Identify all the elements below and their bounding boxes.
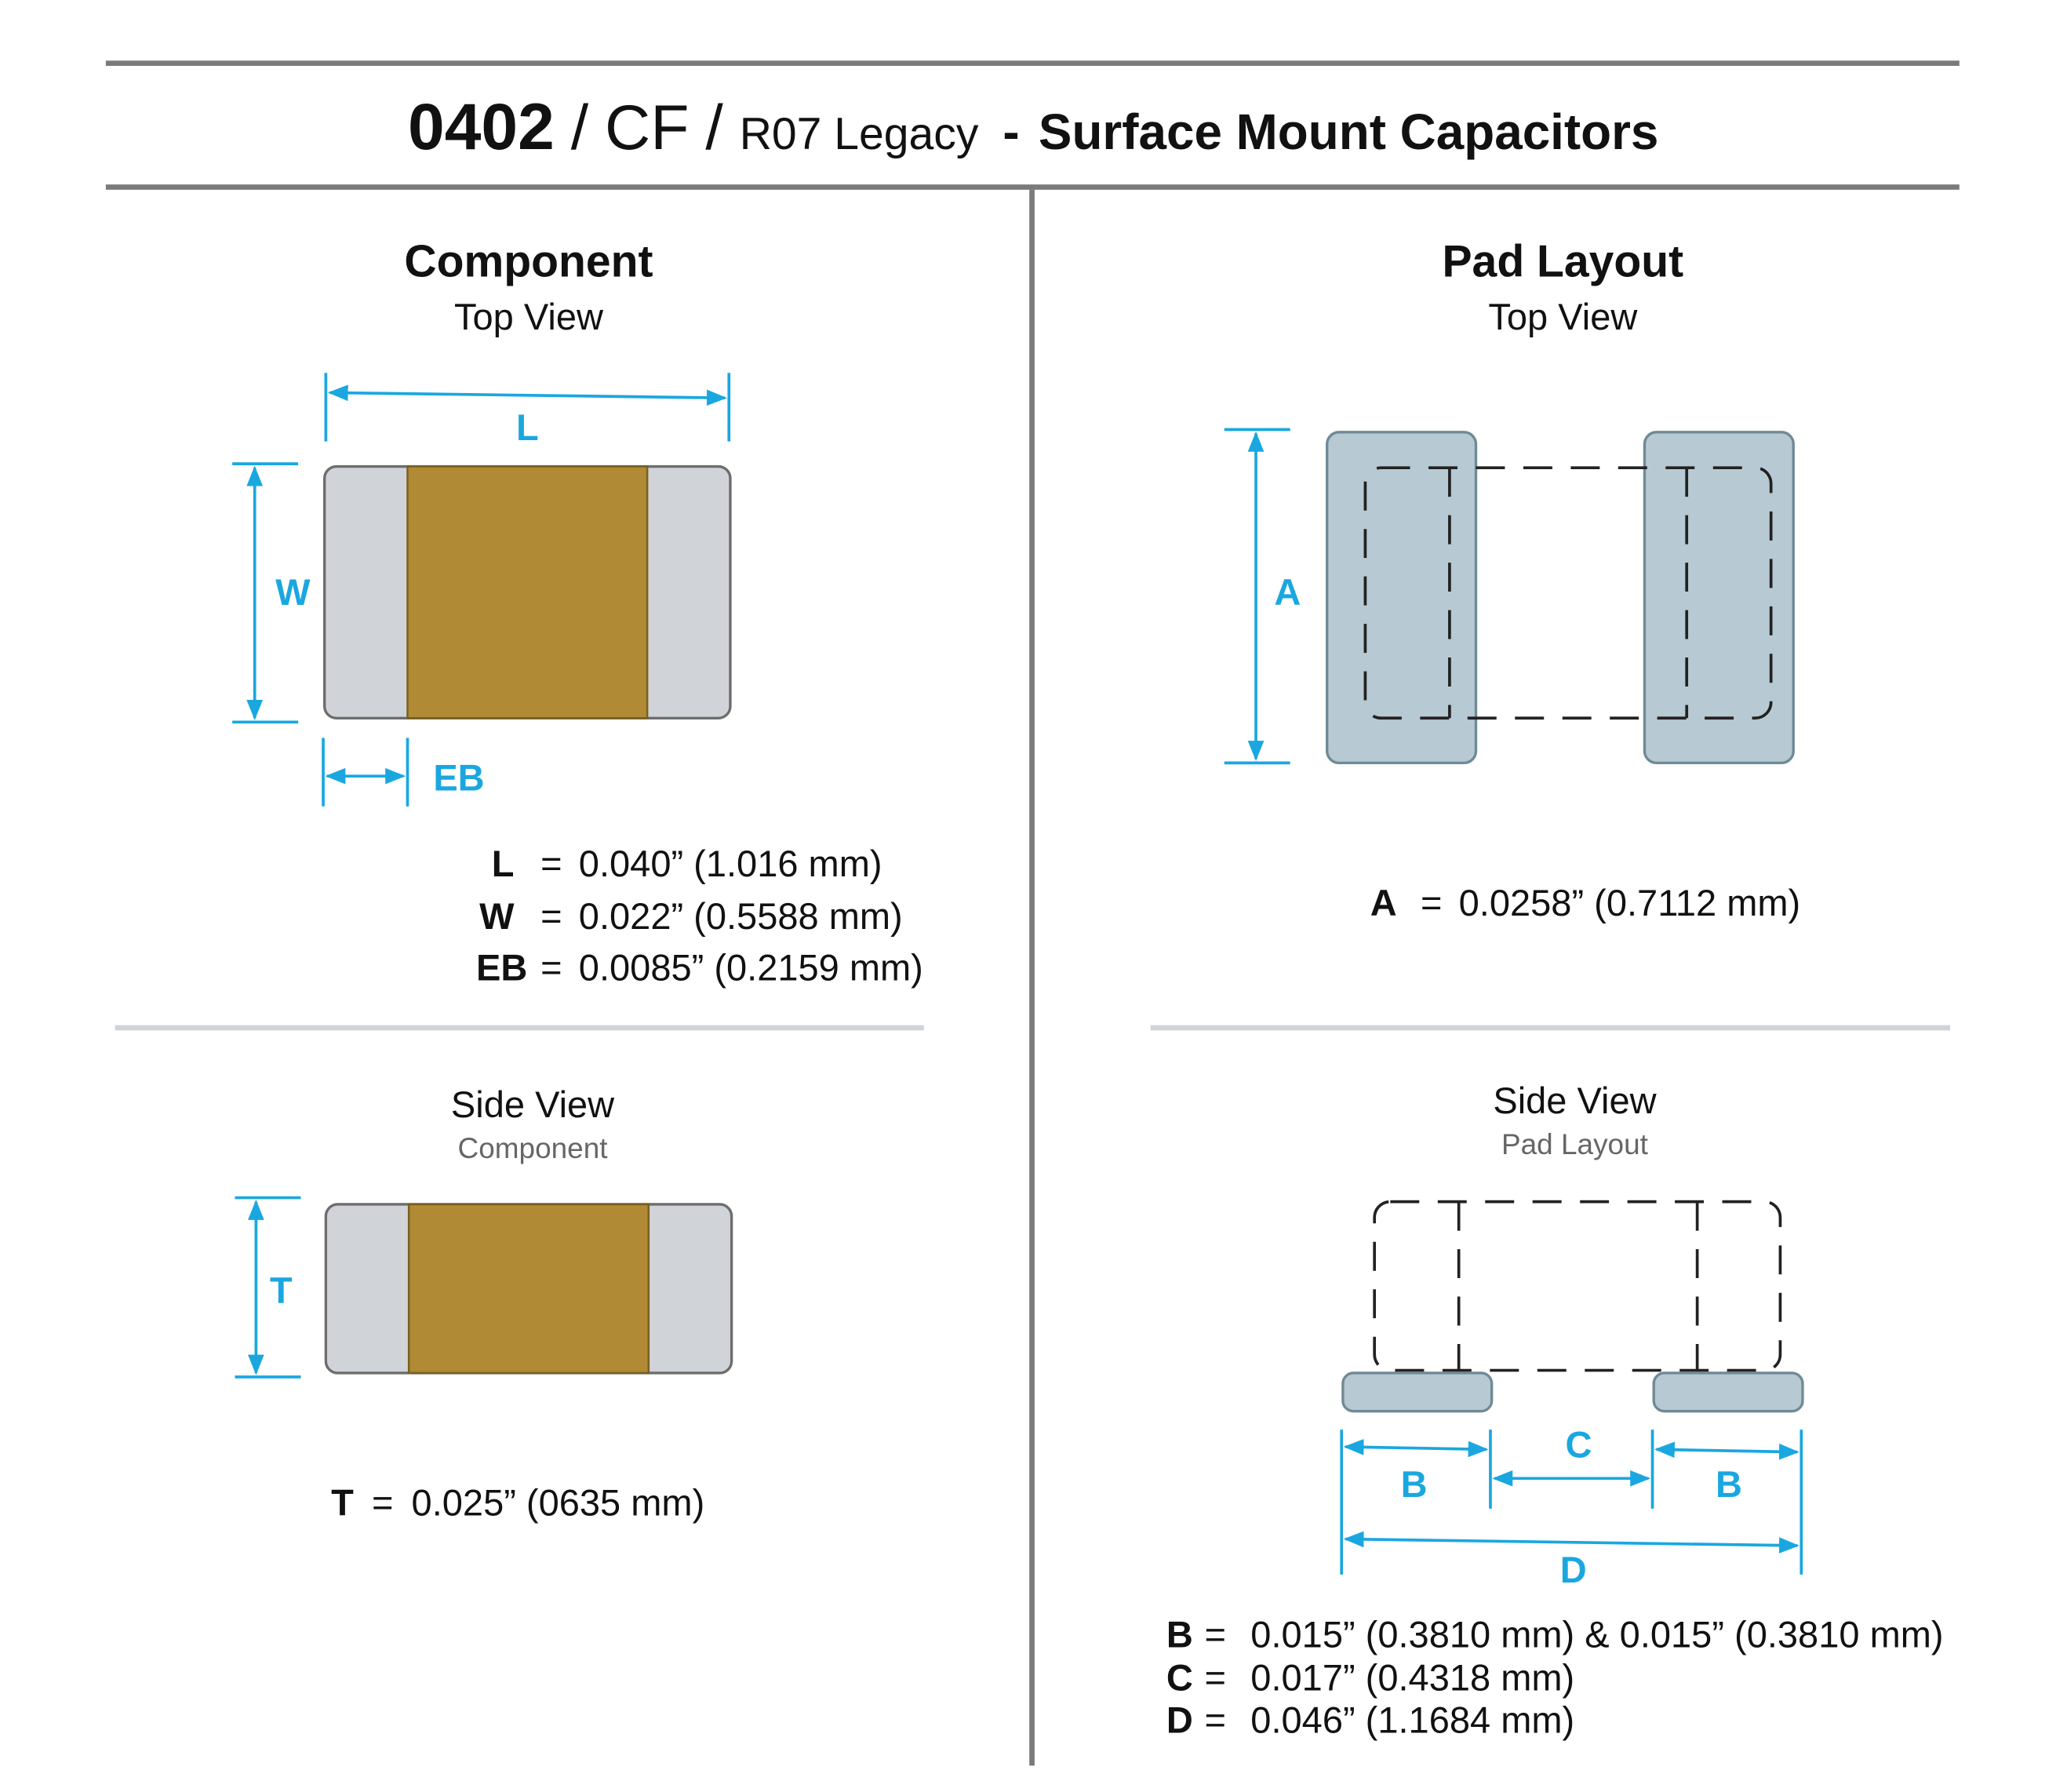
spec-value: 0.017” (0.4318 mm) [1250,1657,1574,1699]
pad-right [1652,1371,1804,1413]
section-heading: Pad Layout [1442,237,1683,287]
dim-label-a: A [1274,571,1301,613]
dim-label-b: B [1716,1463,1742,1505]
right-section-divider [1150,1025,1951,1031]
dim-label-l: L [516,406,539,448]
spec-value: 0.025” (0635 mm) [412,1481,705,1523]
component-outline [1373,1200,1782,1372]
section-subheading: Top View [1488,296,1638,337]
section-heading: Component [404,237,653,287]
thickness-spec: T = 0.025” (0635 mm) [331,1481,704,1523]
dim-label-c: C [1566,1423,1592,1465]
left-section-divider [115,1025,924,1031]
component-outline [1363,466,1773,720]
spec-eq: = [1205,1699,1226,1740]
component-specs: L = 0.040” (1.016 mm) W = 0.022” (0.5588… [476,843,923,989]
center-divider [1029,189,1035,1766]
section-heading: Side View [1493,1080,1657,1121]
spec-value: 0.0258” (0.7112 mm) [1459,882,1801,923]
spec-eq: = [372,1481,393,1523]
dim-label-b: B [1401,1463,1428,1505]
spec-value: 0.0085” (0.2159 mm) [579,946,923,988]
pad-left [1326,431,1478,765]
section-subheading: Pad Layout [1501,1128,1648,1160]
spec-eq: = [1205,1657,1226,1699]
spec-value: 0.015” (0.3810 mm) & 0.015” (0.3810 mm) [1250,1613,1943,1655]
spec-eq: = [540,946,562,988]
pad-layout-top-view: Pad Layout Top View A A = 0.0258” (0.711… [1224,237,1801,923]
component-side-view: Side View Component T T = 0.025” (0635 m… [235,1084,733,1523]
component-top-view: Component Top View L W EB L = 0.040” (1.… [232,237,923,989]
spec-key: L [492,843,515,884]
spec-key: T [331,1481,354,1523]
spec-key: EB [476,946,527,988]
length-dimension [327,384,727,406]
title-dash: - [1003,104,1019,160]
spec-key: D [1166,1699,1193,1740]
spec-key: B [1166,1613,1193,1655]
overall-dimension [1343,1531,1799,1553]
spec-eq: = [540,843,562,884]
spec-value: 0.022” (0.5588 mm) [579,895,903,937]
pad-width-dimension-right [1654,1441,1799,1460]
title-description: Surface Mount Capacitors [1039,104,1659,160]
spec-value: 0.040” (1.016 mm) [579,843,882,884]
dim-label-w: W [275,571,311,613]
top-rule [105,60,1960,66]
title-legacy: R07 Legacy [740,109,979,159]
pad-left [1341,1371,1494,1413]
dim-label-t: T [270,1269,293,1311]
title-code: CF [605,93,689,163]
pad-width-dimension-left [1343,1439,1489,1458]
title-separator: / [571,93,589,163]
title-size: 0402 [408,89,555,163]
pad-side-specs: B = 0.015” (0.3810 mm) & 0.015” (0.3810 … [1166,1613,1944,1740]
section-subheading: Top View [454,296,604,337]
section-subheading: Component [458,1132,608,1164]
pad-layout-side-view: Side View Pad Layout B C B D B = 0.015” … [1166,1080,1944,1740]
header-rule [105,184,1960,190]
pad-right [1643,431,1795,765]
title-separator: / [705,93,723,163]
capacitor-body [406,465,649,719]
dim-label-d: D [1560,1549,1587,1590]
spec-eq: = [1205,1613,1226,1655]
section-heading: Side View [451,1084,615,1125]
spec-eq: = [1421,882,1442,923]
spec-eq: = [540,895,562,937]
spec-key: A [1370,882,1397,923]
spec-key: W [479,895,515,937]
capacitor-body [407,1203,650,1375]
page-title: 0402 / CF / R07 Legacy - Surface Mount C… [408,89,1658,163]
spec-key: C [1166,1657,1193,1699]
spec-value: 0.046” (1.1684 mm) [1250,1699,1574,1740]
dim-label-eb: EB [433,757,484,799]
